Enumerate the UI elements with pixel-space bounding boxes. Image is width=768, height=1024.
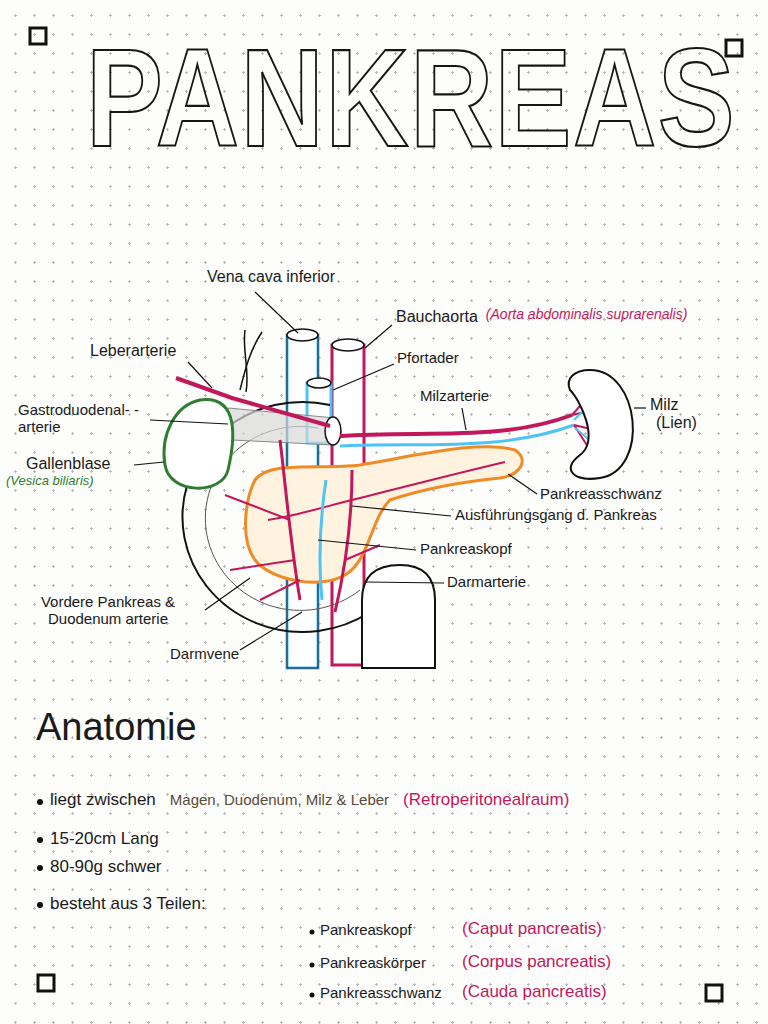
vessel-label: Bauchaorta (396, 308, 478, 326)
organ-label: Gallenblase (26, 455, 111, 473)
latin-name: (Lien) (656, 414, 697, 432)
vessel-label: Leberarterie (90, 342, 176, 360)
part-name: Pankreaskörper (320, 954, 426, 971)
section-heading: Anatomie (36, 706, 197, 750)
vessel-label: Darmvene (170, 645, 239, 662)
vessel-label: Vena cava inferior (207, 268, 335, 286)
part-label: Pankreasschwanz (540, 485, 662, 502)
note-text: 15-20cm Lang (50, 829, 159, 849)
part-label: Pankreaskopf (420, 540, 512, 557)
vessel-label: Vordere Pankreas & Duodenum arterie (6, 593, 210, 628)
vessel-label: Darmarterie (447, 573, 526, 590)
title: PANKREAS (86, 28, 736, 168)
part-name: Pankreasschwanz (320, 984, 442, 1001)
latin-name: (Vesica biliaris) (6, 474, 94, 489)
organ-label: Milz (650, 396, 678, 414)
latin-name: (Caput pancreatis) (462, 919, 602, 939)
part-label: Ausführungsgang d. Pankreas (455, 506, 657, 523)
note-text: Magen, Duodenum, Milz & Leber (170, 791, 389, 808)
latin-name: (Aorta abdominalis suprarenalis) (486, 306, 688, 322)
vessel-label: Milzarterie (420, 387, 489, 404)
vessel-label: Pfortader (397, 349, 459, 366)
note-text: liegt zwischen (50, 790, 156, 810)
note-text: 80-90g schwer (50, 857, 162, 877)
latin-name: (Cauda pancreatis) (462, 982, 607, 1002)
vessel-label: Gastroduodenal- -arterie (18, 401, 150, 436)
part-name: Pankreaskopf (320, 921, 412, 938)
note-text: besteht aus 3 Teilen: (50, 894, 206, 914)
note-text: (Retroperitonealraum) (403, 790, 569, 810)
latin-name: (Corpus pancreatis) (462, 952, 611, 972)
